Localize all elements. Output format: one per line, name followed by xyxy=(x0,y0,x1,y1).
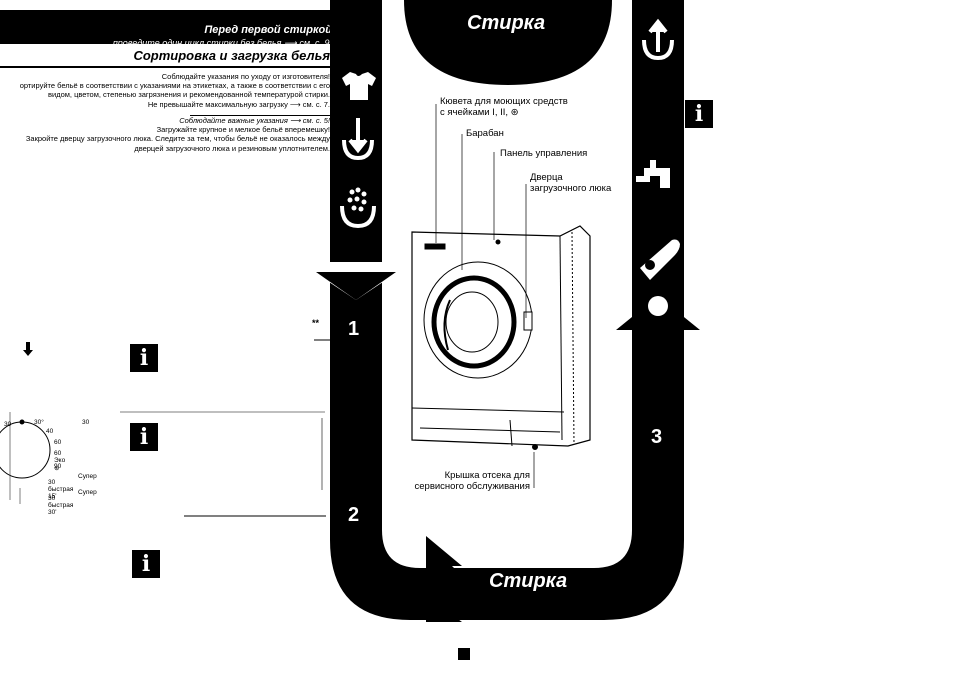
step-1: 1 xyxy=(348,318,360,340)
header-band: Перед первой стиркой проведите один цикл… xyxy=(0,10,382,48)
info-icon: i xyxy=(130,423,158,451)
label-service: Крышка отсека для сервисного обслуживани… xyxy=(414,470,530,492)
bottom-arrow-1b xyxy=(426,536,462,566)
text-line: Не превышайте максимальную загрузку ⟶ см… xyxy=(147,99,330,109)
text-line: Загружайте крупное и мелкое бельё вперем… xyxy=(156,125,330,135)
section-title: Сортировка и загрузка белья xyxy=(133,48,330,63)
text-line: ортируйте бельё в соответствии с указани… xyxy=(19,81,330,91)
label-drum: Барабан xyxy=(466,128,504,139)
tap-icon xyxy=(636,160,670,188)
dial-label: 60 Эко ⊛ xyxy=(54,450,66,472)
dial-label: 30 xyxy=(82,419,90,426)
step-3: 3 xyxy=(651,426,663,448)
label-door: Дверца загрузочного люка xyxy=(530,172,612,194)
leader-lines xyxy=(435,104,535,488)
load-arrow-icon xyxy=(342,118,374,161)
page-marker xyxy=(458,648,470,660)
dial-label: 60 xyxy=(54,439,62,446)
header-subtitle: проведите один цикл стирки без белья ⟶ с… xyxy=(112,38,332,48)
bottom-loop xyxy=(330,500,684,620)
dial-label: 30 быстрая 30' xyxy=(48,495,74,516)
info-icon: i xyxy=(685,100,713,128)
text-line: Закройте дверцу загрузочного люка. Следи… xyxy=(25,134,330,144)
text-line: видом, цветом, степенью загрязнения и ре… xyxy=(48,90,330,100)
section-text: Соблюдайте указания по уходу от изготови… xyxy=(0,72,330,109)
section-rule xyxy=(0,66,380,68)
dial-label: Супер xyxy=(78,473,97,480)
top-semicircle xyxy=(404,0,612,85)
section-text-2: Соблюдайте важные указания ⟶ см. с. 5! З… xyxy=(0,116,330,153)
program-dial xyxy=(0,412,51,504)
text-line: дверцей загрузочного люка и резиновым уп… xyxy=(134,143,330,153)
shirt-icon xyxy=(342,72,376,100)
text-line: Соблюдайте указания по уходу от изготови… xyxy=(161,72,330,81)
dial-label: 30 xyxy=(4,421,12,428)
info-icon: i xyxy=(132,550,160,578)
bottom-title: Стирка xyxy=(489,570,568,592)
dial-label: 30 быстрая 15' xyxy=(48,479,74,500)
hand-icon xyxy=(640,239,680,280)
dial-label: 30° xyxy=(34,419,44,426)
stars-note: ** xyxy=(312,318,320,328)
top-title: Стирка xyxy=(467,12,546,34)
unload-arrow-icon xyxy=(642,18,674,61)
label-dispenser: Кювета для моющих средств с ячейками I, … xyxy=(440,96,568,118)
detergent-icon xyxy=(340,187,376,229)
dial-label: 40 xyxy=(46,428,54,435)
step-2: 2 xyxy=(348,504,360,526)
info-icon: i xyxy=(130,344,158,372)
text-line: Соблюдайте важные указания ⟶ см. с. 5! xyxy=(179,116,330,125)
small-down-arrow xyxy=(23,342,33,356)
left-arrow xyxy=(316,272,396,300)
dial-label: 90 xyxy=(54,463,62,470)
dot-icon xyxy=(648,296,668,316)
header-title: Перед первой стиркой xyxy=(204,24,332,36)
section-rule-2 xyxy=(190,115,330,116)
dial-label: Супер xyxy=(78,489,97,496)
bottom-arrow-2 xyxy=(426,596,462,622)
washing-machine xyxy=(411,225,591,450)
label-panel: Панель управления xyxy=(500,148,588,159)
